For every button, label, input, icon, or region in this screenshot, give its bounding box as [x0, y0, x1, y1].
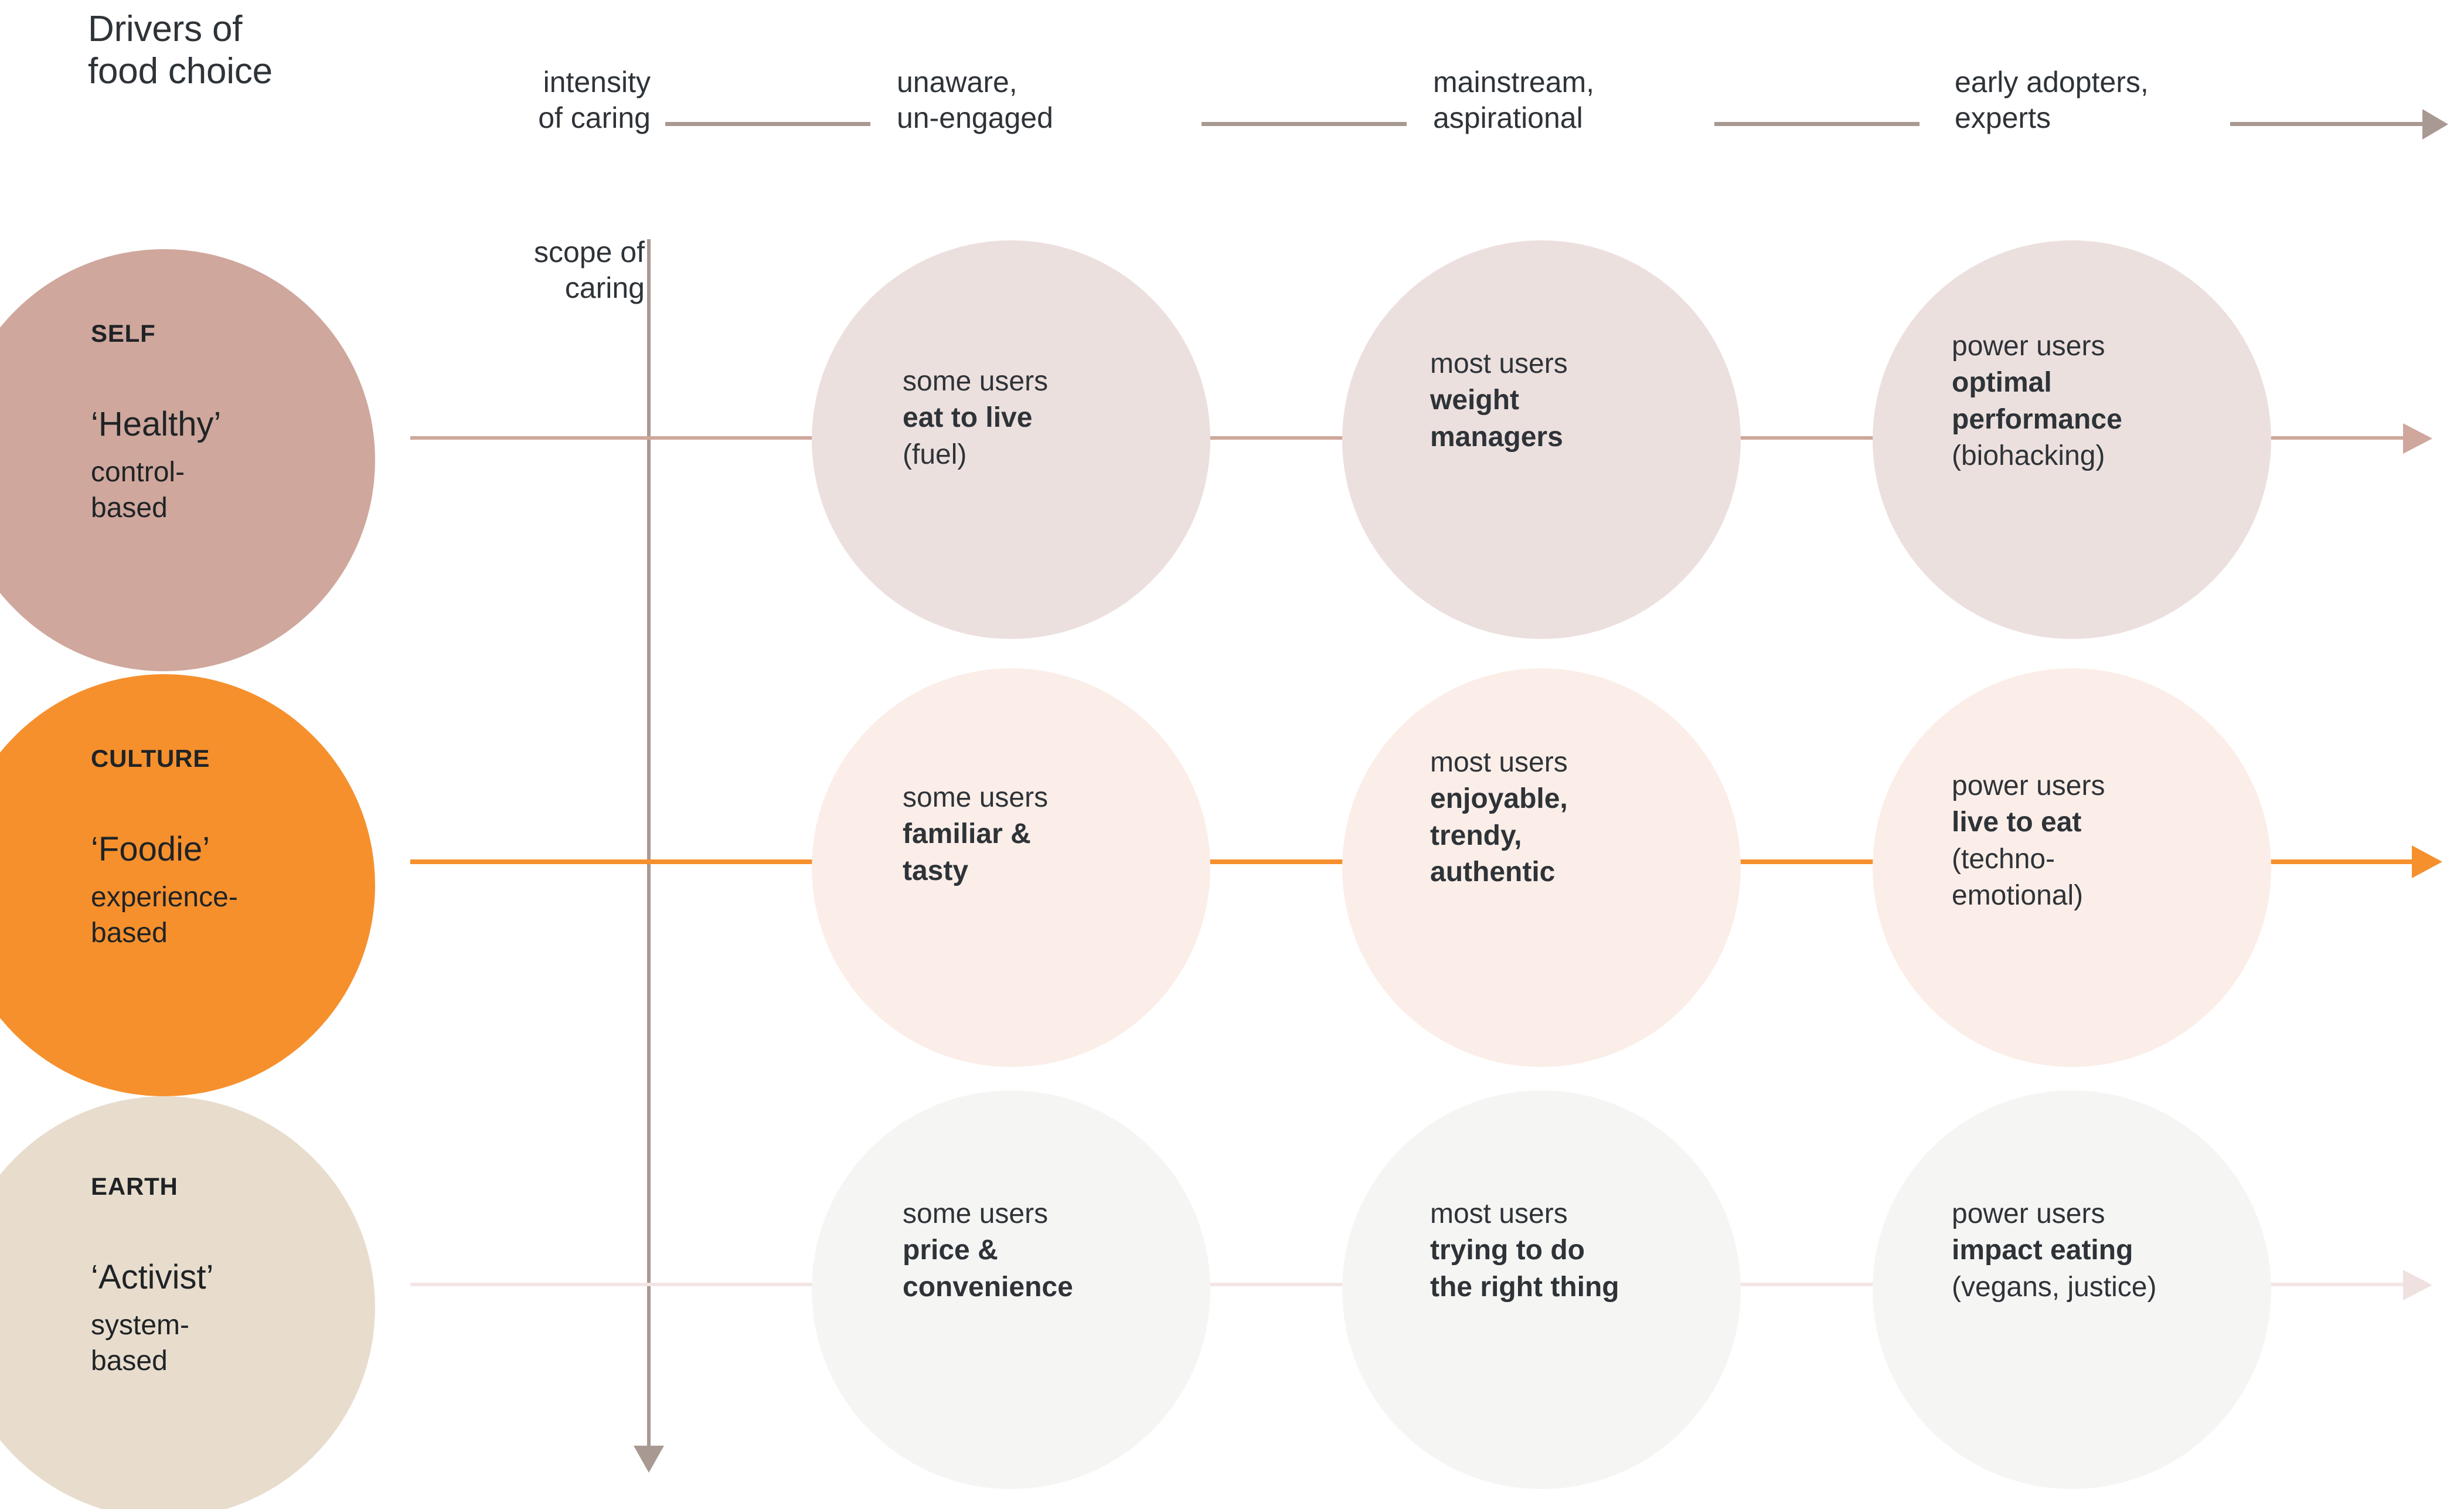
stage-bubble-self-1[interactable]: [812, 240, 1210, 639]
stage-kicker: some users: [903, 366, 1049, 397]
stage-kicker: some users: [903, 782, 1049, 813]
stage-text-culture-3: power users live to eat (techno- emotion…: [1952, 768, 2292, 915]
stage-note: (biohacking): [1952, 440, 2105, 472]
driver-subtitle-culture: experience- based: [91, 882, 238, 949]
stage-bubble-culture-3[interactable]: [1873, 668, 2271, 1067]
driver-bubble-earth[interactable]: [0, 1096, 375, 1509]
header-rule-3: [1714, 122, 1920, 126]
stage-strong: eat to live: [903, 402, 1033, 434]
x-stage-label-2: mainstream, aspirational: [1433, 66, 1595, 134]
stage-strong: price & convenience: [903, 1235, 1073, 1303]
stage-kicker: power users: [1952, 331, 2105, 362]
header-rule-1: [665, 122, 870, 126]
stage-kicker: power users: [1952, 770, 2105, 801]
x-axis-arrow-shaft: [2230, 122, 2424, 126]
driver-name-self: ‘Healthy’: [91, 405, 222, 443]
driver-name-earth: ‘Activist’: [91, 1258, 214, 1296]
stage-text-culture-1: some users familiar & tasty: [903, 780, 1207, 889]
stage-bubble-earth-2[interactable]: [1342, 1090, 1741, 1489]
stage-kicker: most users: [1430, 348, 1568, 379]
row-arrow-self-icon: [2403, 423, 2432, 454]
stage-kicker: most users: [1430, 1198, 1568, 1229]
stage-bubble-culture-2[interactable]: [1342, 668, 1741, 1067]
stage-strong: trying to do the right thing: [1430, 1235, 1619, 1303]
driver-category-earth: EARTH: [91, 1172, 178, 1200]
stage-strong: familiar & tasty: [903, 818, 1031, 886]
stage-strong: live to eat: [1952, 807, 2082, 838]
page-title: Drivers of food choice: [88, 9, 273, 91]
stage-kicker: power users: [1952, 1198, 2105, 1229]
stage-kicker: most users: [1430, 747, 1568, 778]
driver-category-self: SELF: [91, 320, 156, 347]
stage-text-self-2: most users weight managers: [1430, 346, 1747, 456]
row-arrow-culture-icon: [2412, 845, 2442, 878]
x-stage-label-3: early adopters, experts: [1955, 66, 2149, 134]
stage-bubble-earth-1[interactable]: [812, 1090, 1210, 1489]
driver-category-culture: CULTURE: [91, 745, 210, 772]
stage-strong: impact eating: [1952, 1235, 2133, 1266]
y-axis-label: scope of caring: [533, 236, 645, 304]
stage-text-earth-1: some users price & convenience: [903, 1196, 1219, 1306]
stage-bubble-earth-3[interactable]: [1873, 1090, 2271, 1489]
stage-note: (techno- emotional): [1952, 843, 2084, 912]
stage-text-earth-2: most users trying to do the right thing: [1430, 1196, 1782, 1306]
y-axis-shaft: [647, 239, 651, 1447]
stage-bubble-culture-1[interactable]: [812, 668, 1210, 1067]
driver-subtitle-self: control- based: [91, 457, 185, 524]
driver-name-culture: ‘Foodie’: [91, 830, 210, 868]
stage-note: (vegans, justice): [1952, 1271, 2157, 1303]
stage-bubble-self-2[interactable]: [1342, 240, 1741, 639]
driver-bubble-self[interactable]: [0, 249, 375, 671]
x-axis-label: intensity of caring: [538, 66, 651, 134]
arrow-right-icon: [2422, 109, 2448, 140]
stage-text-self-3: power users optimal performance (biohack…: [1952, 328, 2292, 475]
driver-bubble-culture[interactable]: [0, 674, 375, 1096]
stage-text-earth-3: power users impact eating (vegans, justi…: [1952, 1196, 2315, 1306]
stage-strong: enjoyable, trendy, authentic: [1430, 783, 1568, 888]
row-arrow-earth-icon: [2403, 1270, 2432, 1300]
stage-kicker: some users: [903, 1198, 1049, 1229]
stage-bubble-self-3[interactable]: [1873, 240, 2271, 639]
arrow-down-icon: [634, 1446, 664, 1473]
stage-text-culture-2: most users enjoyable, trendy, authentic: [1430, 745, 1758, 891]
stage-text-self-1: some users eat to live (fuel): [903, 363, 1207, 473]
header-rule-2: [1202, 122, 1407, 126]
x-stage-label-1: unaware, un-engaged: [897, 66, 1053, 134]
driver-subtitle-earth: system- based: [91, 1310, 189, 1377]
stage-strong: optimal performance: [1952, 367, 2122, 435]
stage-strong: weight managers: [1430, 385, 1563, 453]
stage-note: (fuel): [903, 439, 967, 470]
